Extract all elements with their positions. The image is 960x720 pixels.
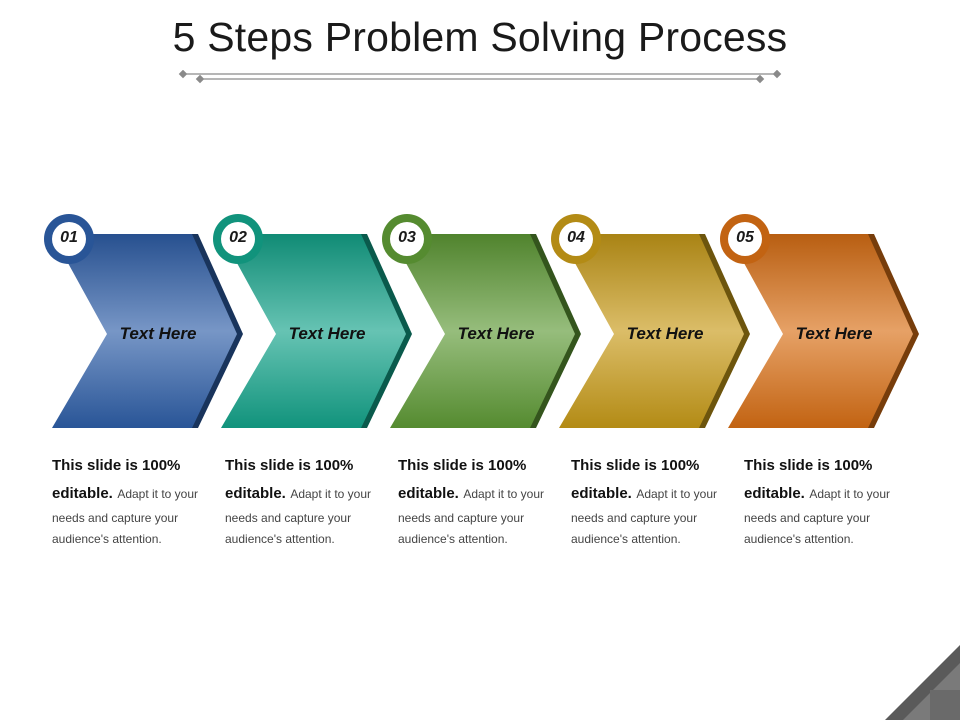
step-description-body: Adapt it to your needs and capture your … [52, 487, 199, 546]
chevron-step-4 [559, 234, 744, 428]
step-description-body: Adapt it to your needs and capture your … [225, 487, 372, 546]
step-badge-4 [559, 222, 593, 256]
step-number-2: 02 [229, 229, 247, 246]
step-description-3: This slide is 100% editable. Adapt it to… [398, 452, 558, 550]
chevron-step-2 [221, 234, 406, 428]
step-badge-2 [221, 222, 255, 256]
corner-page-fold [885, 645, 960, 720]
step-label-1: Text Here [119, 324, 197, 343]
step-description-4: This slide is 100% editable. Adapt it to… [571, 452, 731, 550]
slide-title: 5 Steps Problem Solving Process [172, 14, 788, 60]
step-number-3: 03 [398, 229, 416, 246]
step-number-4: 04 [567, 229, 585, 246]
step-description-1: This slide is 100% editable. Adapt it to… [52, 452, 212, 550]
step-badge-1 [52, 222, 86, 256]
step-number-5: 05 [736, 229, 754, 246]
step-label-4: Text Here [626, 324, 704, 343]
chevron-step-1 [52, 234, 237, 428]
step-number-1: 01 [60, 229, 78, 246]
title-divider [178, 70, 782, 84]
process-chevrons [44, 214, 919, 428]
step-description-lead: This slide is 100% editable. [571, 457, 700, 502]
step-label-2: Text Here [288, 324, 366, 343]
chevron-step-3 [390, 234, 575, 428]
step-description-lead: This slide is 100% editable. [225, 457, 354, 502]
step-description-lead: This slide is 100% editable. [744, 457, 873, 502]
step-description-lead: This slide is 100% editable. [52, 457, 181, 502]
step-badge-3 [390, 222, 424, 256]
step-description-lead: This slide is 100% editable. [398, 457, 527, 502]
step-description-2: This slide is 100% editable. Adapt it to… [225, 452, 385, 550]
step-description-body: Adapt it to your needs and capture your … [744, 487, 891, 546]
step-description-body: Adapt it to your needs and capture your … [398, 487, 545, 546]
chevron-step-5 [728, 234, 913, 428]
step-description-body: Adapt it to your needs and capture your … [571, 487, 718, 546]
step-label-3: Text Here [457, 324, 535, 343]
step-description-5: This slide is 100% editable. Adapt it to… [744, 452, 904, 550]
step-label-5: Text Here [795, 324, 873, 343]
step-badge-5 [728, 222, 762, 256]
